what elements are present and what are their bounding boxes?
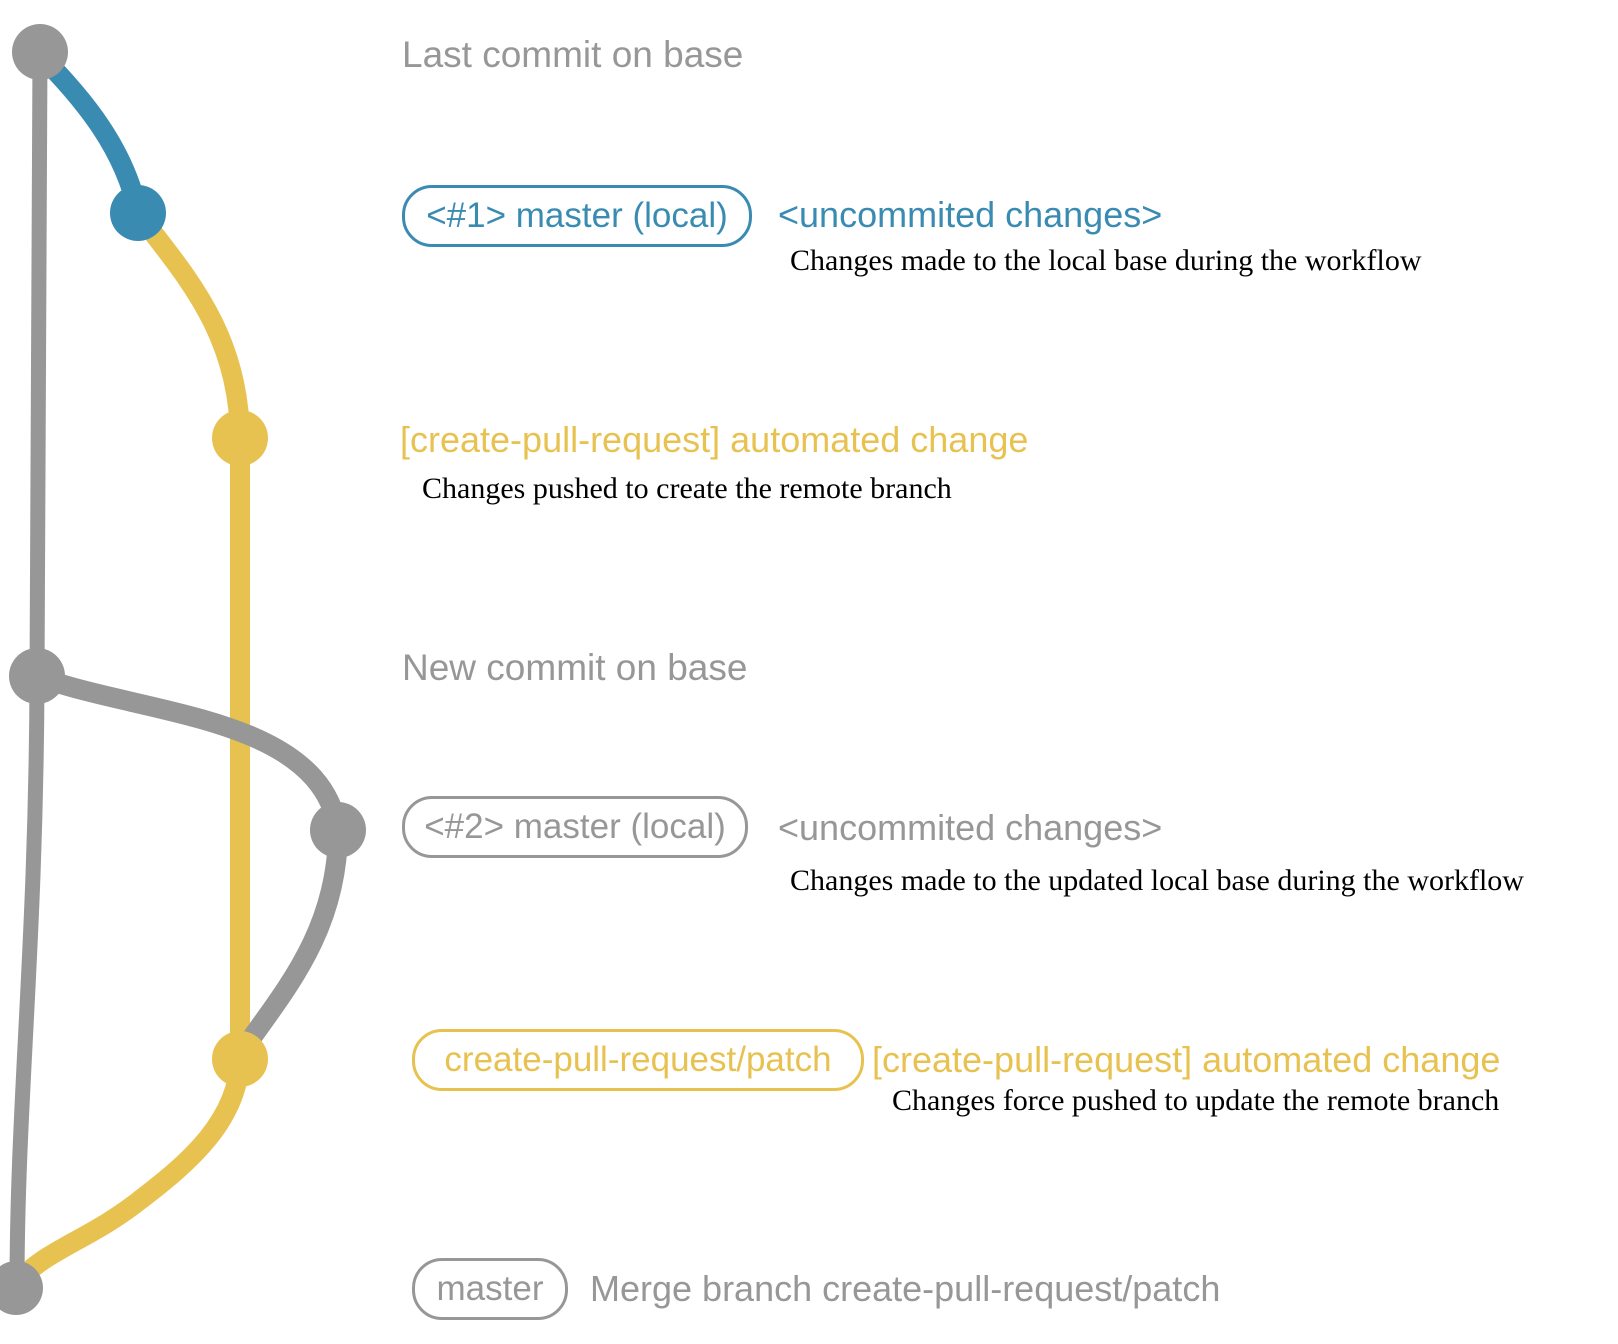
branch-label-master: master [412,1258,568,1320]
commit-description-4: Changes force pushed to update the remot… [892,1084,1500,1117]
commit-dot-patch-2 [212,1031,268,1087]
commit-description-3: Changes made to the updated local base d… [790,864,1524,897]
commit-message-uncommited-1: <uncommited changes> [778,194,1163,235]
commit-message-uncommited-2: <uncommited changes> [778,807,1163,848]
branch-line-base [9,51,48,1289]
commit-dot-new-base [9,648,65,704]
commit-dot-local-2 [310,802,366,858]
caption-last-commit-on-base: Last commit on base [402,34,744,75]
branch-label-create-pull-request-patch: create-pull-request/patch [412,1029,864,1091]
branch-line-patch [8,207,250,1291]
branch-label-master-local-1: <#1> master (local) [402,185,752,247]
branch-line-local-2 [33,666,349,1056]
commit-dot-last-base [12,24,68,80]
commit-dot-patch-1 [212,410,268,466]
branch-label-master-local-2: <#2> master (local) [402,796,748,858]
commit-message-automated-change-2: [create-pull-request] automated change [872,1039,1501,1080]
caption-new-commit-on-base: New commit on base [402,647,748,688]
commit-dot-merge [0,1261,43,1315]
commit-description-2: Changes pushed to create the remote bran… [422,472,952,505]
commit-description-1: Changes made to the local base during th… [790,244,1422,277]
commit-message-merge: Merge branch create-pull-request/patch [590,1268,1221,1309]
commit-message-automated-change-1: [create-pull-request] automated change [400,419,1029,460]
commit-dot-local-1 [110,185,166,241]
